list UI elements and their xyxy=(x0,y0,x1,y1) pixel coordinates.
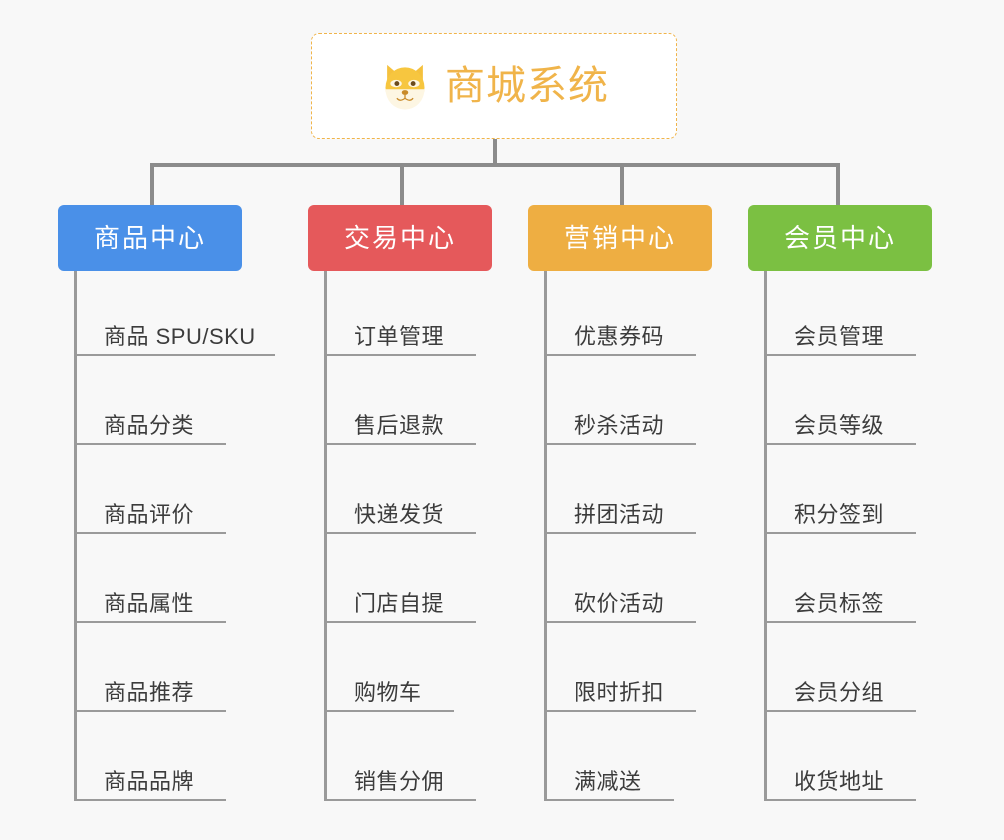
leaf-label[interactable]: 商品属性 xyxy=(104,591,195,616)
list-item: 会员标签 xyxy=(764,593,916,623)
leaf-spine-4 xyxy=(764,271,767,800)
leaf-label[interactable]: 售后退款 xyxy=(354,413,445,438)
leaf-label[interactable]: 会员等级 xyxy=(794,413,885,438)
leaf-underline xyxy=(764,354,916,356)
leaf-label[interactable]: 商品 SPU/SKU xyxy=(104,324,256,349)
leaf-label[interactable]: 拼团活动 xyxy=(574,502,665,527)
list-item: 限时折扣 xyxy=(544,682,696,712)
leaf-label[interactable]: 优惠券码 xyxy=(574,324,665,349)
leaf-underline xyxy=(74,799,226,801)
list-item: 积分签到 xyxy=(764,504,916,534)
dog-face-icon xyxy=(379,60,431,112)
list-item: 快递发货 xyxy=(324,504,476,534)
category-label: 交易中心 xyxy=(343,223,456,253)
list-item: 商品品牌 xyxy=(74,771,226,801)
leaf-underline xyxy=(74,532,226,534)
leaf-label[interactable]: 门店自提 xyxy=(354,591,445,616)
leaf-underline xyxy=(544,443,696,445)
list-item: 订单管理 xyxy=(324,326,476,356)
connector-drop-1 xyxy=(150,163,154,205)
leaf-label[interactable]: 销售分佣 xyxy=(354,769,445,794)
list-item: 会员管理 xyxy=(764,326,916,356)
leaf-label[interactable]: 秒杀活动 xyxy=(574,413,665,438)
leaf-underline xyxy=(764,621,916,623)
leaf-underline xyxy=(324,799,476,801)
list-item: 拼团活动 xyxy=(544,504,696,534)
connector-drop-4 xyxy=(836,163,840,205)
list-item: 会员等级 xyxy=(764,415,916,445)
category-box-交易中心[interactable]: 交易中心 xyxy=(308,205,492,271)
list-item: 优惠券码 xyxy=(544,326,696,356)
list-item: 满减送 xyxy=(544,771,674,801)
leaf-label[interactable]: 收货地址 xyxy=(794,769,885,794)
leaf-label[interactable]: 积分签到 xyxy=(794,502,885,527)
leaf-underline xyxy=(324,354,476,356)
leaf-underline xyxy=(74,354,275,356)
list-item: 售后退款 xyxy=(324,415,476,445)
list-item: 收货地址 xyxy=(764,771,916,801)
list-item: 会员分组 xyxy=(764,682,916,712)
connector-drop-2 xyxy=(400,163,404,205)
list-item: 秒杀活动 xyxy=(544,415,696,445)
root-title: 商城系统 xyxy=(445,64,609,108)
leaf-underline xyxy=(764,710,916,712)
category-box-营销中心[interactable]: 营销中心 xyxy=(528,205,712,271)
leaf-underline xyxy=(74,710,226,712)
list-item: 砍价活动 xyxy=(544,593,696,623)
leaf-underline xyxy=(544,799,674,801)
leaf-label[interactable]: 快递发货 xyxy=(354,502,445,527)
leaf-underline xyxy=(324,443,476,445)
leaf-underline xyxy=(764,443,916,445)
list-item: 销售分佣 xyxy=(324,771,476,801)
leaf-label[interactable]: 会员分组 xyxy=(794,680,885,705)
list-item: 门店自提 xyxy=(324,593,476,623)
leaf-spine-1 xyxy=(74,271,77,800)
leaf-underline xyxy=(74,443,226,445)
leaf-spine-3 xyxy=(544,271,547,800)
leaf-underline xyxy=(544,532,696,534)
leaf-underline xyxy=(74,621,226,623)
root-node-content: 商城系统 xyxy=(379,60,609,112)
connector-root-stem xyxy=(493,139,497,165)
list-item: 商品属性 xyxy=(74,593,226,623)
leaf-label[interactable]: 商品评价 xyxy=(104,502,195,527)
leaf-underline xyxy=(324,710,454,712)
connector-horizontal-bus xyxy=(150,163,840,167)
category-label: 营销中心 xyxy=(563,223,676,253)
leaf-underline xyxy=(324,532,476,534)
leaf-label[interactable]: 购物车 xyxy=(354,680,422,705)
root-node[interactable]: 商城系统 xyxy=(311,33,677,139)
connector-drop-3 xyxy=(620,163,624,205)
leaf-underline xyxy=(764,799,916,801)
list-item: 商品分类 xyxy=(74,415,226,445)
category-label: 会员中心 xyxy=(783,223,896,253)
list-item: 商品推荐 xyxy=(74,682,226,712)
leaf-label[interactable]: 会员管理 xyxy=(794,324,885,349)
leaf-label[interactable]: 满减送 xyxy=(574,769,642,794)
leaf-underline xyxy=(324,621,476,623)
leaf-label[interactable]: 商品推荐 xyxy=(104,680,195,705)
leaf-underline xyxy=(544,621,696,623)
leaf-label[interactable]: 商品品牌 xyxy=(104,769,195,794)
category-box-商品中心[interactable]: 商品中心 xyxy=(58,205,242,271)
leaf-label[interactable]: 限时折扣 xyxy=(574,680,665,705)
category-label: 商品中心 xyxy=(93,223,206,253)
leaf-underline xyxy=(544,354,696,356)
list-item: 购物车 xyxy=(324,682,454,712)
list-item: 商品评价 xyxy=(74,504,226,534)
leaf-label[interactable]: 会员标签 xyxy=(794,591,885,616)
leaf-label[interactable]: 商品分类 xyxy=(104,413,195,438)
leaf-underline xyxy=(764,532,916,534)
leaf-underline xyxy=(544,710,696,712)
category-box-会员中心[interactable]: 会员中心 xyxy=(748,205,932,271)
leaf-spine-2 xyxy=(324,271,327,800)
list-item: 商品 SPU/SKU xyxy=(74,326,275,356)
leaf-label[interactable]: 砍价活动 xyxy=(574,591,665,616)
leaf-label[interactable]: 订单管理 xyxy=(354,324,445,349)
